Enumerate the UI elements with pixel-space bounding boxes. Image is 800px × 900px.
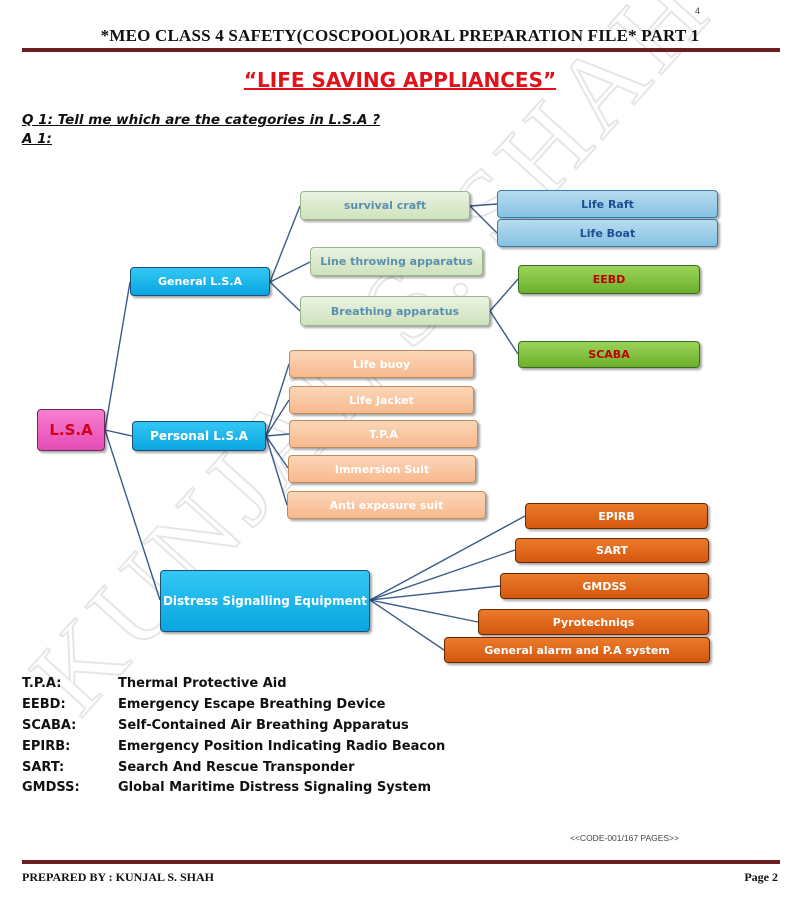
question-text: Q 1: Tell me which are the categories in… [22,112,381,128]
connector-distress-alarm [369,599,445,651]
connector-root-distress [104,429,161,601]
abbr-value: Emergency Position Indicating Radio Beac… [118,739,446,754]
abbr-row: GMDSS: Global Maritime Distress Signaling… [22,780,431,795]
node-personal-lsa: Personal L.S.A [132,421,266,451]
connector-distress-gmdss [369,585,501,601]
page-number: 4 [695,6,701,16]
footer-rule [22,860,780,864]
connector-distress-epirb [369,515,526,601]
connector-personal-jacket [265,399,290,437]
abbr-value: Search And Rescue Transponder [118,760,355,775]
abbr-value: Self-Contained Air Breathing Apparatus [118,718,409,733]
node-distress-signalling: Distress Signalling Equipment [160,570,370,632]
connector-personal-buoy [265,363,290,437]
node-general-alarm: General alarm and P.A system [444,637,710,663]
abbr-key: SCABA: [22,718,77,733]
connector-general-breathing [269,281,301,312]
connector-general-line [269,261,311,283]
abbr-key: T.P.A: [22,676,62,691]
connector-survival-raft [469,203,498,207]
abbr-row: T.P.A: Thermal Protective Aid [22,676,287,691]
node-survival-craft: survival craft [300,191,470,220]
node-life-boat: Life Boat [497,219,718,247]
node-epirb: EPIRB [525,503,708,529]
connector-root-personal [104,429,133,437]
connector-distress-sart [369,549,516,601]
abbr-row: SART: Search And Rescue Transponder [22,760,355,775]
node-life-jacket: Life Jacket [289,386,474,414]
node-scaba: SCABA [518,341,700,368]
connector-personal-tpa [265,433,290,437]
abbr-value: Global Maritime Distress Signaling Syste… [118,780,431,795]
abbr-row: EEBD: Emergency Escape Breathing Device [22,697,385,712]
node-life-raft: Life Raft [497,190,718,218]
main-title: “LIFE SAVING APPLIANCES” [243,68,557,92]
abbr-value: Emergency Escape Breathing Device [118,697,386,712]
answer-label: A 1: [22,131,52,147]
node-tpa: T.P.A [289,420,478,448]
connector-distress-pyro [369,599,479,623]
page-code: <<CODE-001/167 PAGES>> [570,833,679,843]
node-anti-exposure-suit: Anti exposure suit [287,491,486,519]
node-gmdss: GMDSS [500,573,709,599]
node-breathing-apparatus: Breathing apparatus [300,296,490,326]
node-lsa: L.S.A [37,409,105,451]
abbr-key: EPIRB: [22,739,71,754]
abbr-key: GMDSS: [22,780,80,795]
connector-breathing-eebd [489,278,519,312]
node-sart: SART [515,538,709,563]
abbr-value: Thermal Protective Aid [118,676,287,691]
connector-breathing-scaba [489,310,519,355]
node-general-lsa: General L.S.A [130,267,270,296]
header-title: *MEO CLASS 4 SAFETY(COSCPOOL)ORAL PREPAR… [100,26,700,45]
node-pyrotechniqs: Pyrotechniqs [478,609,709,635]
node-life-buoy: Life buoy [289,350,474,378]
connector-personal-antiexposure [265,435,288,506]
abbr-row: EPIRB: Emergency Position Indicating Radi… [22,739,445,754]
node-immersion-suit: Immersion Suit [288,455,476,483]
connector-general-survival [269,205,301,283]
connector-survival-boat [469,205,498,234]
node-line-throwing: Line throwing apparatus [310,247,483,276]
page-label: Page 2 [744,870,778,884]
connector-root-general [104,281,131,431]
header-rule [22,48,780,52]
connector-personal-immersion [265,435,289,469]
abbr-key: SART: [22,760,65,775]
prepared-by: PREPARED BY : KUNJAL S. SHAH [22,870,215,884]
node-eebd: EEBD [518,265,700,294]
abbr-key: EEBD: [22,697,66,712]
abbr-row: SCABA: Self-Contained Air Breathing Appar… [22,718,409,733]
